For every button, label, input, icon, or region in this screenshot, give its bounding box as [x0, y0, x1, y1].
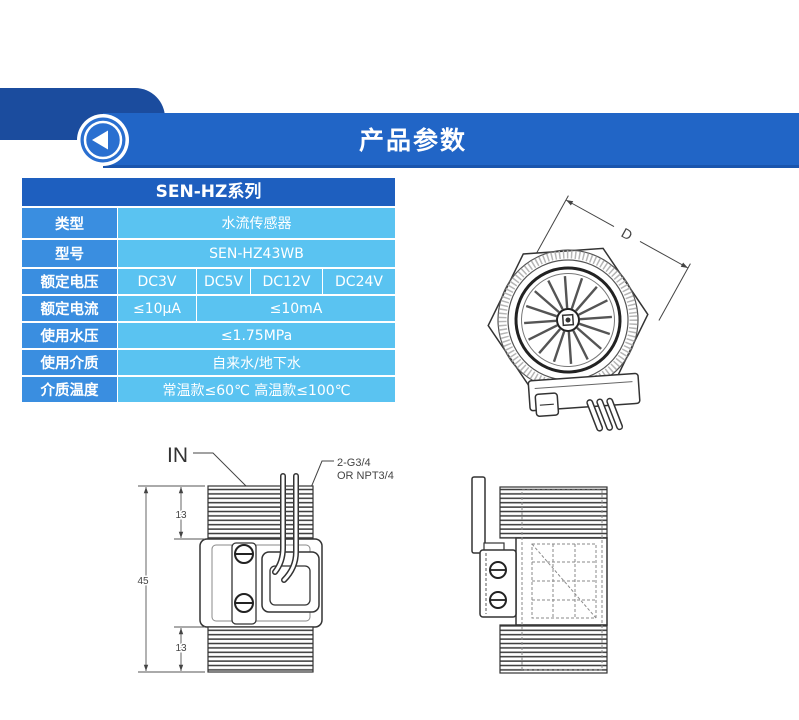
spec-label: 介质温度	[22, 377, 117, 402]
thread-spec-label-line1: 2-G3/4	[337, 457, 371, 469]
side-hex-face	[211, 544, 311, 622]
spec-value: DC12V	[251, 269, 322, 294]
diameter-dimension	[534, 195, 691, 321]
spec-value: DC5V	[197, 269, 250, 294]
thread-texture-ring	[498, 250, 638, 390]
top-view-drawing: D	[487, 195, 691, 432]
spec-table-header: SEN-HZ系列	[22, 178, 395, 206]
side-dimensions	[138, 485, 205, 673]
wire-core	[607, 399, 622, 429]
spec-value: DC24V	[323, 269, 395, 294]
side-connector-socket	[269, 565, 311, 606]
back-icon-arrow	[92, 130, 108, 150]
side-wires	[272, 473, 299, 583]
spec-row-water-pressure: 使用水压 ≤1.75MPa	[22, 323, 395, 348]
impeller-housing	[514, 266, 622, 374]
outer-thread-circle	[497, 249, 639, 391]
front-screw-plate	[479, 549, 517, 618]
wire-core	[273, 474, 285, 574]
spec-row-medium-temperature: 介质温度 常温款≤60℃ 高温款≤100℃	[22, 377, 395, 402]
top-view-body	[487, 247, 649, 432]
dim-label-total: 45	[137, 576, 149, 587]
connector-latch	[534, 392, 560, 417]
side-screw-bottom	[234, 593, 254, 613]
spec-row-model: 型号 SEN-HZ43WB	[22, 240, 395, 267]
hidden-bore-outline	[521, 489, 603, 671]
dimension-line-right	[639, 240, 689, 269]
banner-bar	[103, 113, 799, 168]
spec-label: 额定电流	[22, 296, 117, 321]
circle-left-arrow-icon	[77, 114, 129, 166]
impeller-rim	[521, 273, 615, 367]
page-title: 产品参数	[358, 126, 467, 155]
front-cable	[471, 476, 486, 554]
top-view-connector	[527, 372, 641, 432]
wire-outline	[596, 398, 614, 431]
wire-outline	[606, 397, 624, 431]
spec-label: 额定电压	[22, 269, 117, 294]
side-bottom-thread	[207, 626, 314, 673]
spec-label: 使用介质	[22, 350, 117, 375]
wire-core	[587, 400, 602, 431]
side-connector-box	[261, 551, 320, 613]
dimension-line-left	[565, 199, 615, 228]
wire-outline	[272, 473, 286, 575]
connector-housing	[527, 372, 641, 412]
spec-value: ≤10μA	[118, 296, 196, 321]
impeller-hub-square	[561, 313, 575, 327]
front-screw-top	[489, 561, 507, 579]
connector-housing-edge	[534, 381, 633, 389]
front-screw-bottom	[489, 591, 507, 609]
thread-leader-line	[309, 460, 334, 491]
dimension-extension-line-right	[658, 263, 691, 321]
spec-value: ≤10mA	[197, 296, 395, 321]
spec-value: 常温款≤60℃ 高温款≤100℃	[118, 377, 395, 402]
spec-row-medium: 使用介质 自来水/地下水	[22, 350, 395, 375]
side-view-drawing: IN 2-G3/4 OR NPT3/4 45	[136, 444, 394, 673]
spec-value: 自来水/地下水	[118, 350, 395, 375]
spec-label: 使用水压	[22, 323, 117, 348]
side-hex-body	[199, 538, 323, 628]
spec-row-rated-current: 额定电流 ≤10μA ≤10mA	[22, 296, 395, 321]
dim-label-top-thread: 13	[175, 510, 187, 521]
dim-label-bottom-thread: 13	[175, 643, 187, 654]
front-view-drawing	[471, 476, 608, 674]
hidden-impeller-outline	[531, 543, 597, 619]
spec-row-type: 类型 水流传感器	[22, 208, 395, 238]
connector-latch-line	[539, 403, 554, 406]
front-top-thread	[499, 486, 608, 539]
back-icon-inner-ring	[83, 120, 123, 160]
spec-label: 类型	[22, 208, 117, 238]
spec-value: DC3V	[118, 269, 196, 294]
wire-core	[282, 474, 298, 582]
sensor-wires	[586, 397, 624, 432]
dimension-extension-line-left	[534, 195, 569, 258]
inlet-leader-line	[193, 452, 248, 488]
wire-outline	[281, 473, 299, 583]
side-screw-top	[234, 544, 254, 564]
spec-value: SEN-HZ43WB	[118, 240, 395, 267]
hidden-line	[531, 543, 597, 619]
spec-row-rated-voltage: 额定电压 DC3V DC5V DC12V DC24V	[22, 269, 395, 294]
hex-nut-outline	[487, 247, 649, 393]
spec-label: 型号	[22, 240, 117, 267]
front-bottom-thread	[499, 624, 608, 674]
spec-table: SEN-HZ系列 类型 水流传感器 型号 SEN-HZ43WB 额定电压 DC3…	[22, 178, 395, 402]
wire-core	[597, 399, 612, 430]
front-hidden-lines	[521, 489, 603, 671]
thread-spec-label-line2: OR NPT3/4	[337, 470, 394, 482]
spec-value: 水流传感器	[118, 208, 395, 238]
impeller-hub	[556, 308, 580, 332]
diameter-label: D	[619, 225, 636, 244]
inlet-label: IN	[167, 444, 188, 467]
spec-value: ≤1.75MPa	[118, 323, 395, 348]
front-cable-step	[483, 542, 505, 553]
side-screw-plate	[231, 542, 257, 625]
front-body	[515, 537, 608, 626]
impeller-blades	[524, 276, 612, 364]
impeller-axle	[565, 317, 571, 323]
inner-bore-circle	[507, 259, 629, 381]
wire-outline	[586, 399, 604, 432]
side-top-thread	[207, 485, 314, 540]
